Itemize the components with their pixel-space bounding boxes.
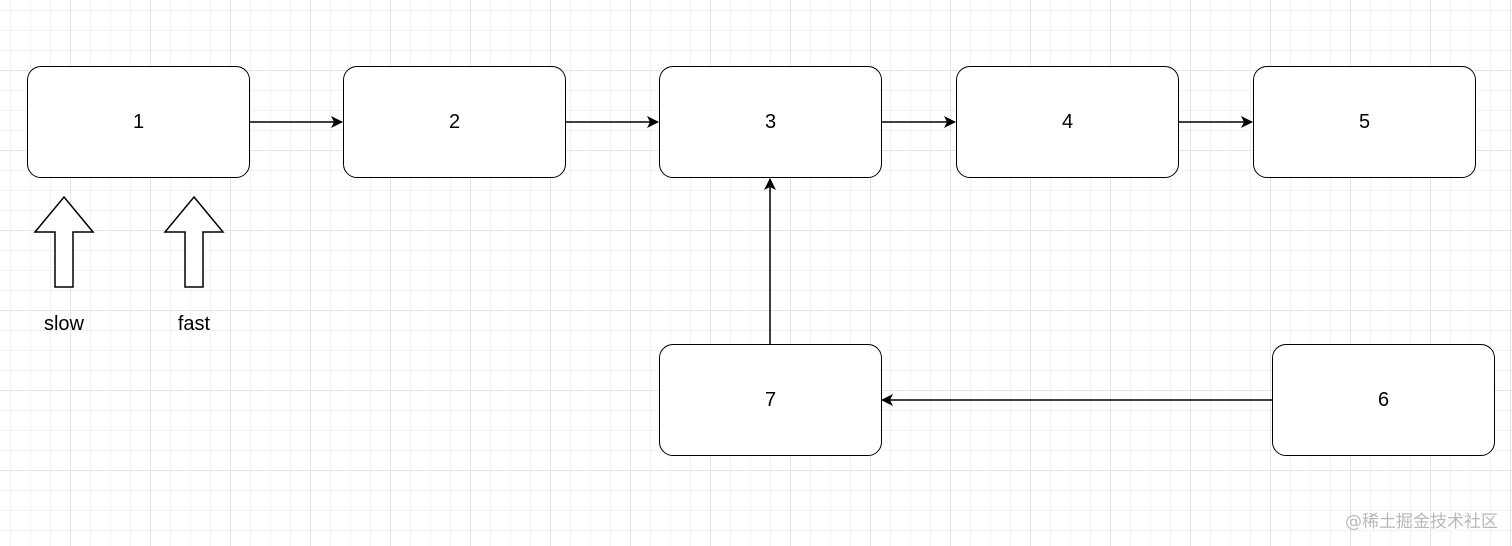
node-4-label: 4 (1061, 110, 1074, 133)
watermark: @稀土掘金技术社区 (1345, 512, 1498, 532)
node-2: 2 (343, 66, 566, 178)
node-3-label: 3 (764, 110, 777, 133)
node-5-label: 5 (1358, 110, 1371, 133)
node-7-label: 7 (764, 388, 777, 411)
node-4: 4 (956, 66, 1179, 178)
fast-pointer-label: fast (177, 313, 211, 335)
slow-pointer-arrow-icon (33, 195, 95, 288)
node-5: 5 (1253, 66, 1476, 178)
node-6-label: 6 (1377, 388, 1390, 411)
node-6: 6 (1272, 344, 1495, 456)
node-3: 3 (659, 66, 882, 178)
slow-pointer-label: slow (43, 313, 84, 335)
fast-pointer-arrow-icon (163, 195, 225, 288)
node-1: 1 (27, 66, 250, 178)
node-7: 7 (659, 344, 882, 456)
node-1-label: 1 (132, 110, 145, 133)
node-2-label: 2 (448, 110, 461, 133)
